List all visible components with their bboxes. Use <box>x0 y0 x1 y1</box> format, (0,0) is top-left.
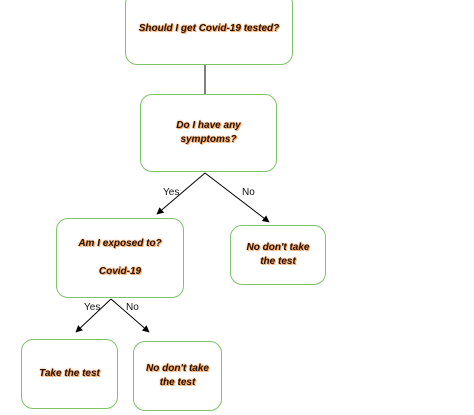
node-symptoms-question: Do I have any symptoms? <box>140 94 277 172</box>
node-no-test-answer-bottom-line-1: No don't take <box>146 363 209 374</box>
node-symptoms-question-line-2: symptoms? <box>180 134 237 145</box>
arrow-q2-yes <box>156 172 206 215</box>
node-symptoms-question-line-1: Do I have any <box>176 120 241 131</box>
node-no-test-answer-right-line-1: No don't take <box>246 242 310 253</box>
arrow-q3-yes <box>75 298 112 333</box>
edge-label-exposed-yes: Yes <box>84 302 101 313</box>
node-no-test-answer-right: No don't take the test <box>230 225 326 285</box>
node-no-test-answer-right-line-2: the test <box>260 256 296 267</box>
edge-label-symptoms-yes: Yes <box>163 187 180 198</box>
node-exposed-question: Am I exposed to? Covid-19 <box>56 218 184 298</box>
node-take-test-answer-line-1: Take the test <box>39 368 100 379</box>
node-get-tested-question-line-1: Should I get Covid-19 tested? <box>138 22 280 34</box>
node-no-test-answer-bottom-line-2: the test <box>159 377 196 388</box>
node-take-test-answer: Take the test <box>21 339 118 409</box>
edge-label-symptoms-no: No <box>242 187 255 198</box>
node-no-test-answer-bottom: No don't take the test <box>133 341 222 411</box>
arrow-q2-no <box>204 172 270 223</box>
node-exposed-question-line-2: Covid-19 <box>98 266 142 277</box>
node-exposed-question-line-1: Am I exposed to? <box>78 238 162 249</box>
edge-label-exposed-no: No <box>126 302 139 313</box>
node-get-tested-question: Should I get Covid-19 tested? <box>125 0 293 65</box>
arrow-q3-no <box>110 298 150 333</box>
